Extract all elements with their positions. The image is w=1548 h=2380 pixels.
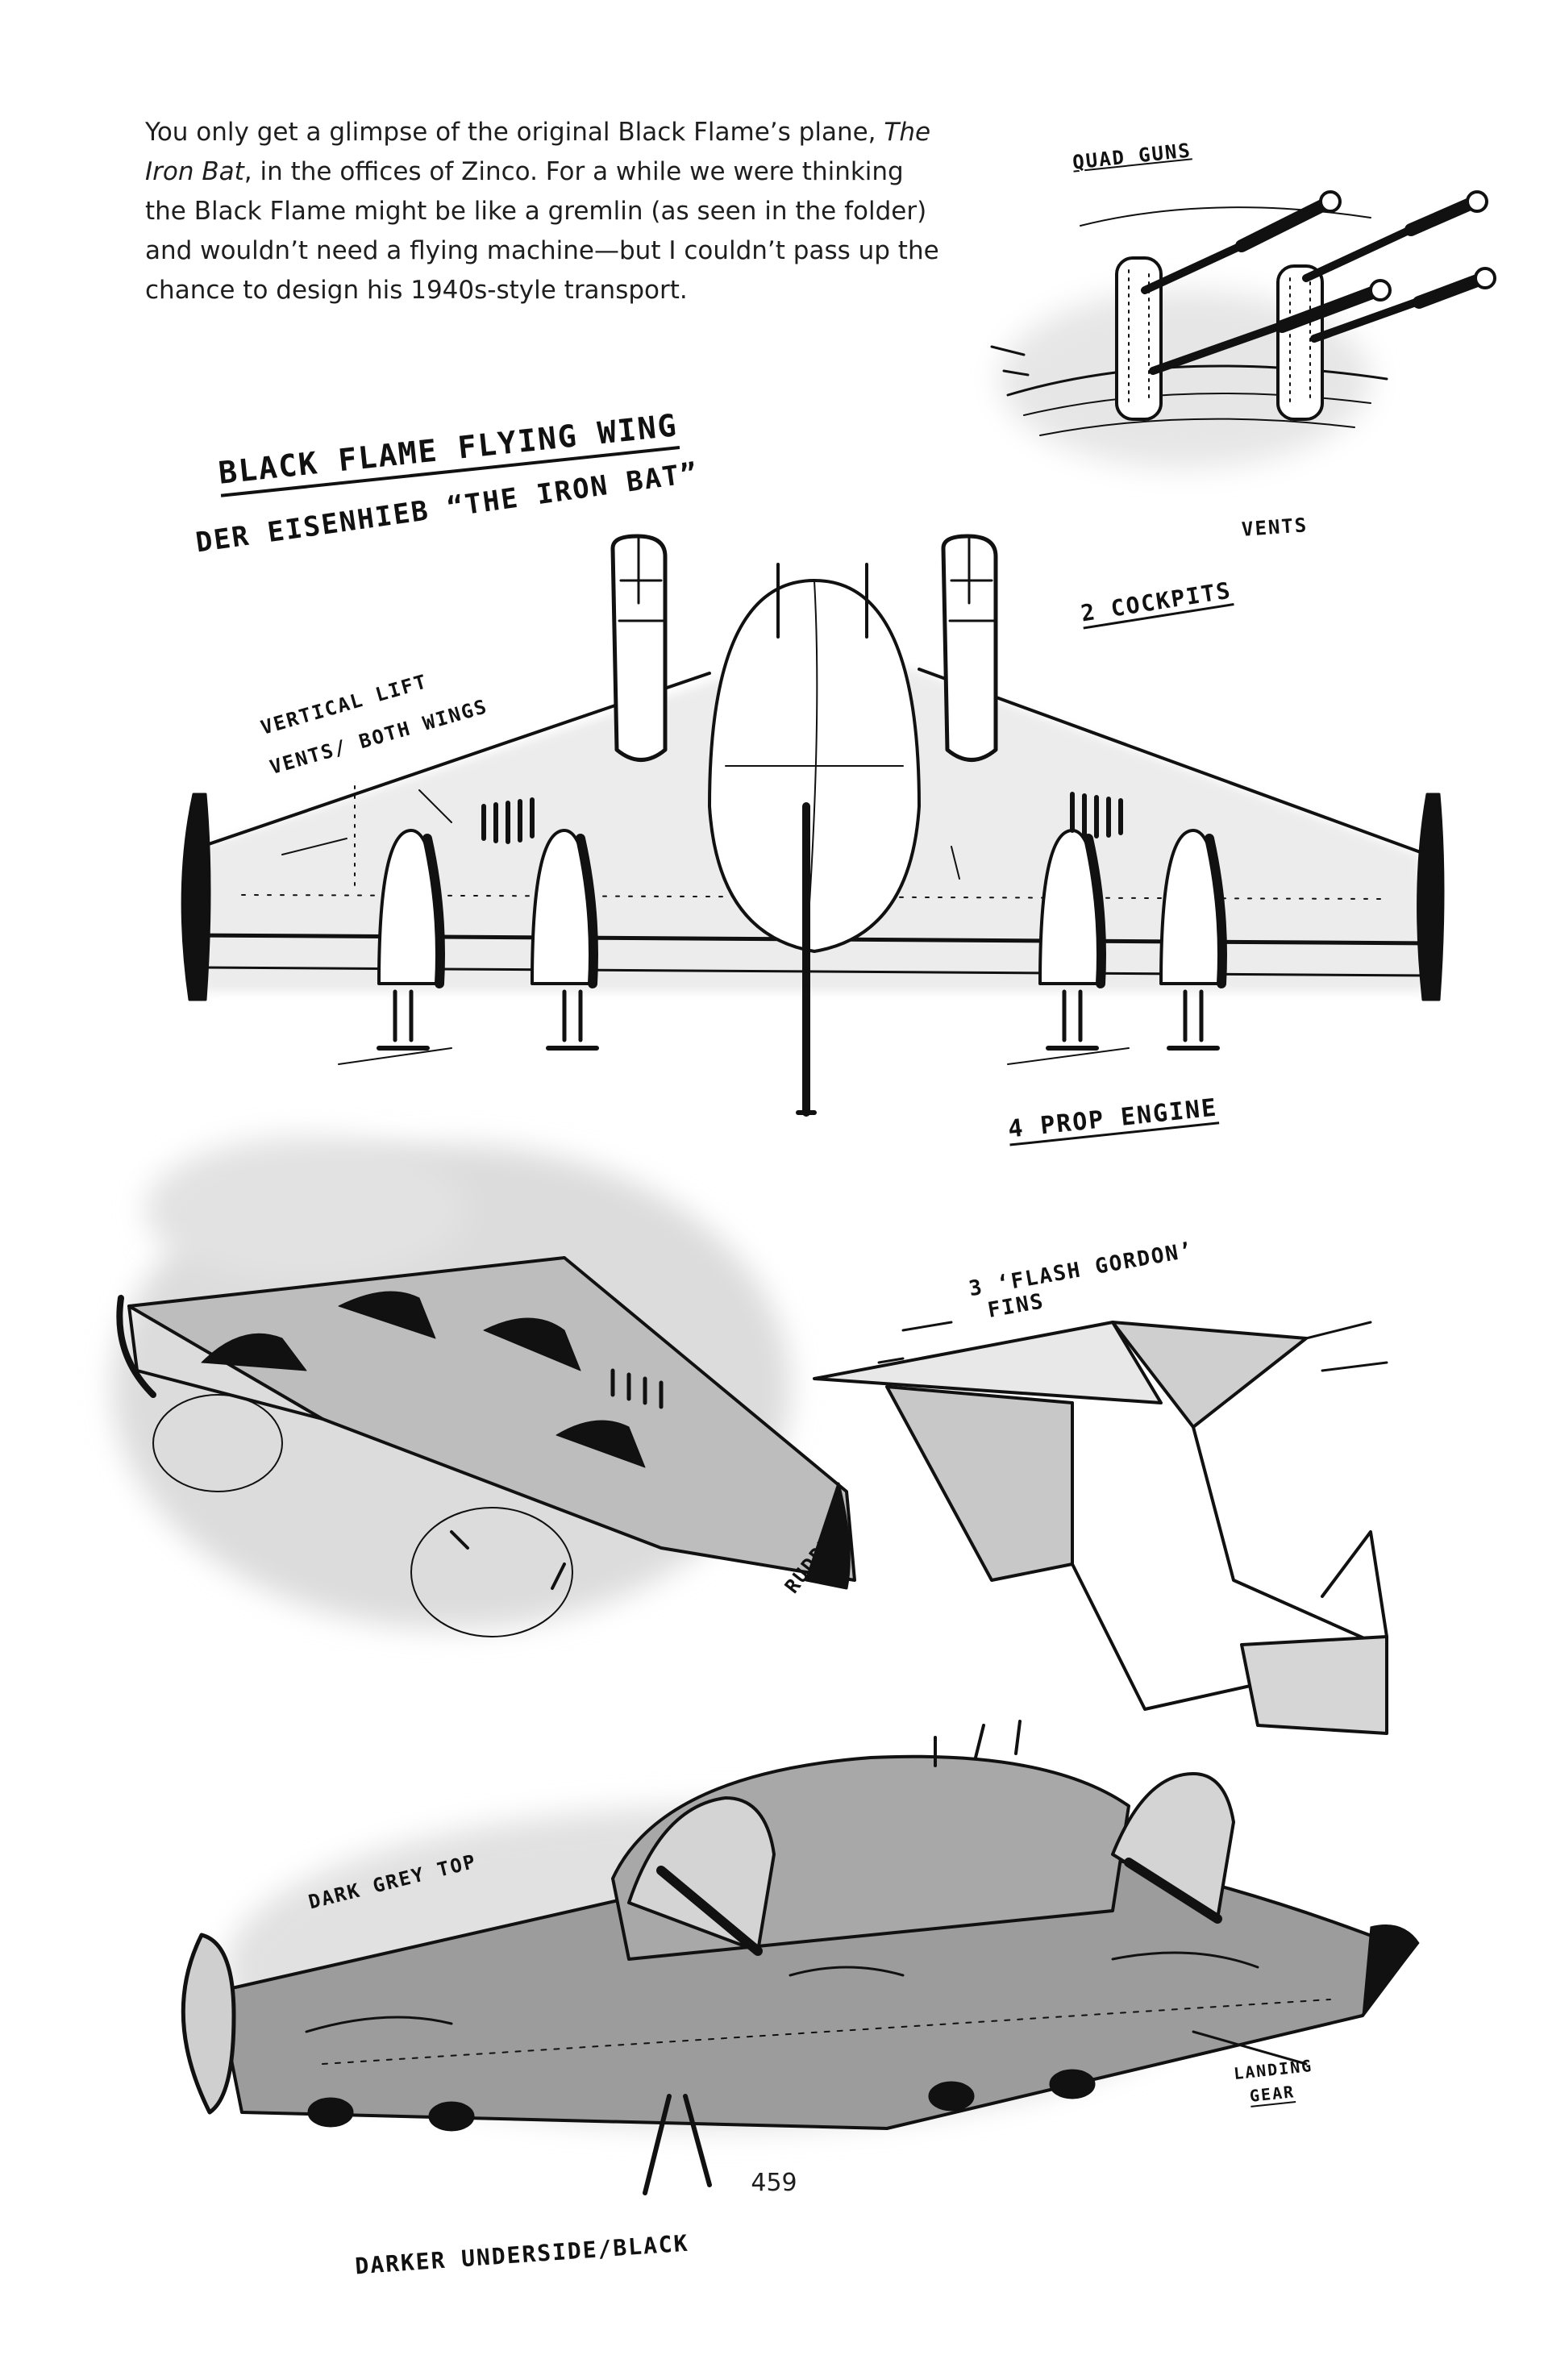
flying-wing-banking-sketch bbox=[113, 1137, 856, 1637]
intro-text-1: You only get a glimpse of the original B… bbox=[145, 118, 884, 147]
tail-fins-sketch bbox=[813, 1321, 1388, 1735]
intro-title-italic: The Iron Bat bbox=[145, 118, 931, 186]
quad-guns-sketch bbox=[990, 190, 1496, 468]
flying-wing-perspective-sketch bbox=[181, 1720, 1420, 2195]
intro-text-2: , in the offices of Zinco. For a while w… bbox=[145, 157, 939, 305]
intro-paragraph: You only get a glimpse of the original B… bbox=[145, 113, 951, 310]
flying-wing-front-sketch bbox=[181, 534, 1445, 1117]
label-vents: VENTS bbox=[1241, 514, 1309, 541]
page-number: 459 bbox=[751, 2169, 797, 2197]
